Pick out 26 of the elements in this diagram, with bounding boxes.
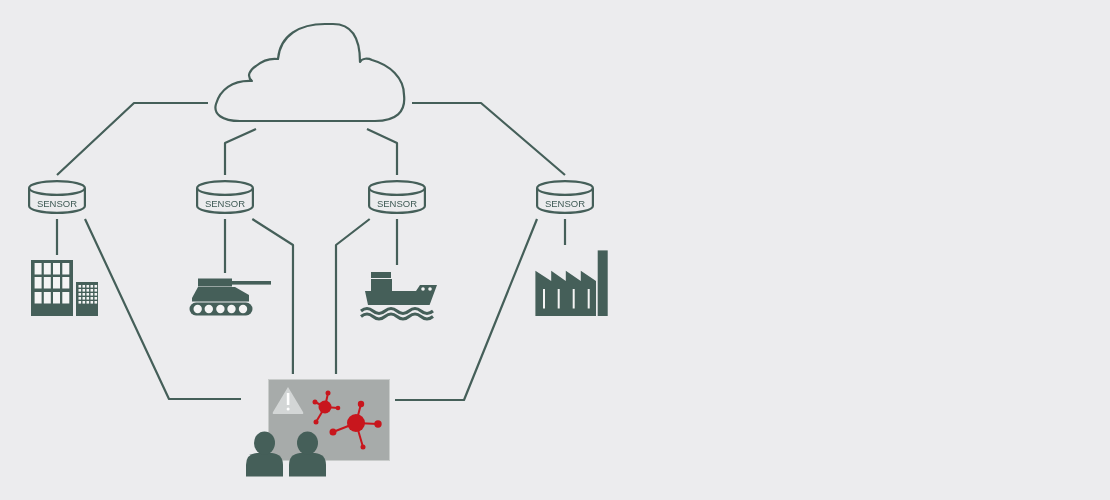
sensor-cylinder [368, 180, 426, 214]
tank-icon [189, 278, 271, 316]
connector-line [395, 218, 539, 402]
connector-line [334, 218, 371, 374]
sensor-label: SENSOR [36, 197, 78, 209]
people-watching-screen-illustration [246, 379, 390, 477]
sensor-cylinder [536, 180, 594, 214]
sensor-label: SENSOR [544, 197, 586, 209]
connector-line [395, 219, 399, 265]
connector-line [56, 101, 208, 176]
ship-icon [359, 270, 437, 319]
connector-line [412, 101, 566, 176]
connector-line [55, 219, 59, 255]
cloud-shape [213, 22, 407, 124]
connector-line [251, 218, 295, 374]
connector-line [563, 219, 567, 245]
sensor-cylinder [196, 180, 254, 214]
sensor-label: SENSOR [376, 197, 418, 209]
sensor-cylinder [28, 180, 86, 214]
connector-line [84, 218, 241, 401]
sensor-label: SENSOR [204, 197, 246, 209]
connector-line [223, 128, 257, 175]
connector-line [366, 128, 399, 175]
office-buildings-icon [31, 260, 98, 316]
connector-line [223, 219, 227, 273]
factory-icon [534, 250, 608, 317]
